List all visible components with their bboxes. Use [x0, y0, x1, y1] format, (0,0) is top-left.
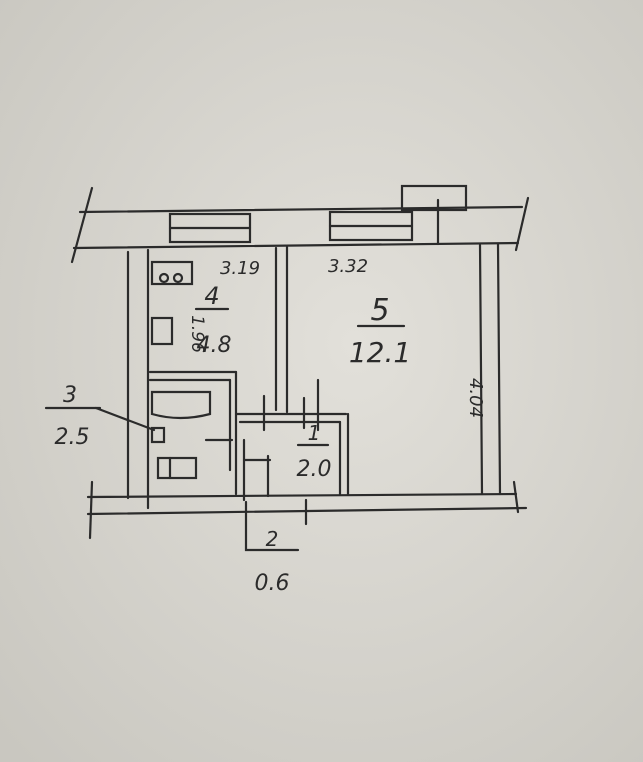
- bottom-right-break: [512, 480, 520, 514]
- top-wall-outer: [78, 205, 524, 214]
- room-2-area: 0.6: [255, 571, 290, 596]
- walls: [44, 184, 530, 552]
- stove-burner-2: [172, 272, 184, 284]
- bottom-wall-inner: [86, 492, 518, 499]
- top-wall-inner: [72, 241, 520, 250]
- leader-room-2: [244, 500, 300, 552]
- right-wall-inner: [478, 243, 484, 496]
- room-5-area: 12.1: [349, 336, 411, 369]
- dimension-room-width: 3.32: [328, 256, 368, 277]
- dimension-kitchen-width: 3.19: [220, 258, 260, 279]
- room-1-number: 1: [308, 421, 321, 445]
- room-2-number: 2: [266, 527, 279, 551]
- dimension-room-depth: 4.04: [465, 378, 486, 418]
- washbasin: [150, 426, 166, 444]
- balcony-door: [400, 184, 468, 212]
- right-wall-outer: [496, 242, 502, 496]
- bottom-left-break: [88, 480, 94, 540]
- top-left-break: [70, 186, 94, 264]
- leader-room-3: [94, 406, 156, 432]
- top-right-break: [514, 196, 530, 252]
- dimension-kitchen-depth: 1.96: [187, 315, 207, 353]
- room-3-number: 3: [63, 383, 77, 408]
- room-1-area: 2.0: [297, 457, 332, 482]
- stove: [150, 260, 194, 286]
- room-5-number: 5: [370, 293, 389, 328]
- toilet: [156, 456, 198, 480]
- room-4-area: 4.8: [197, 333, 232, 358]
- room-3-area: 2.5: [55, 425, 90, 450]
- room-4-number: 4: [204, 282, 219, 310]
- bathtub: [150, 390, 212, 420]
- stove-burner-1: [158, 272, 170, 284]
- kitchen-sink: [150, 316, 174, 346]
